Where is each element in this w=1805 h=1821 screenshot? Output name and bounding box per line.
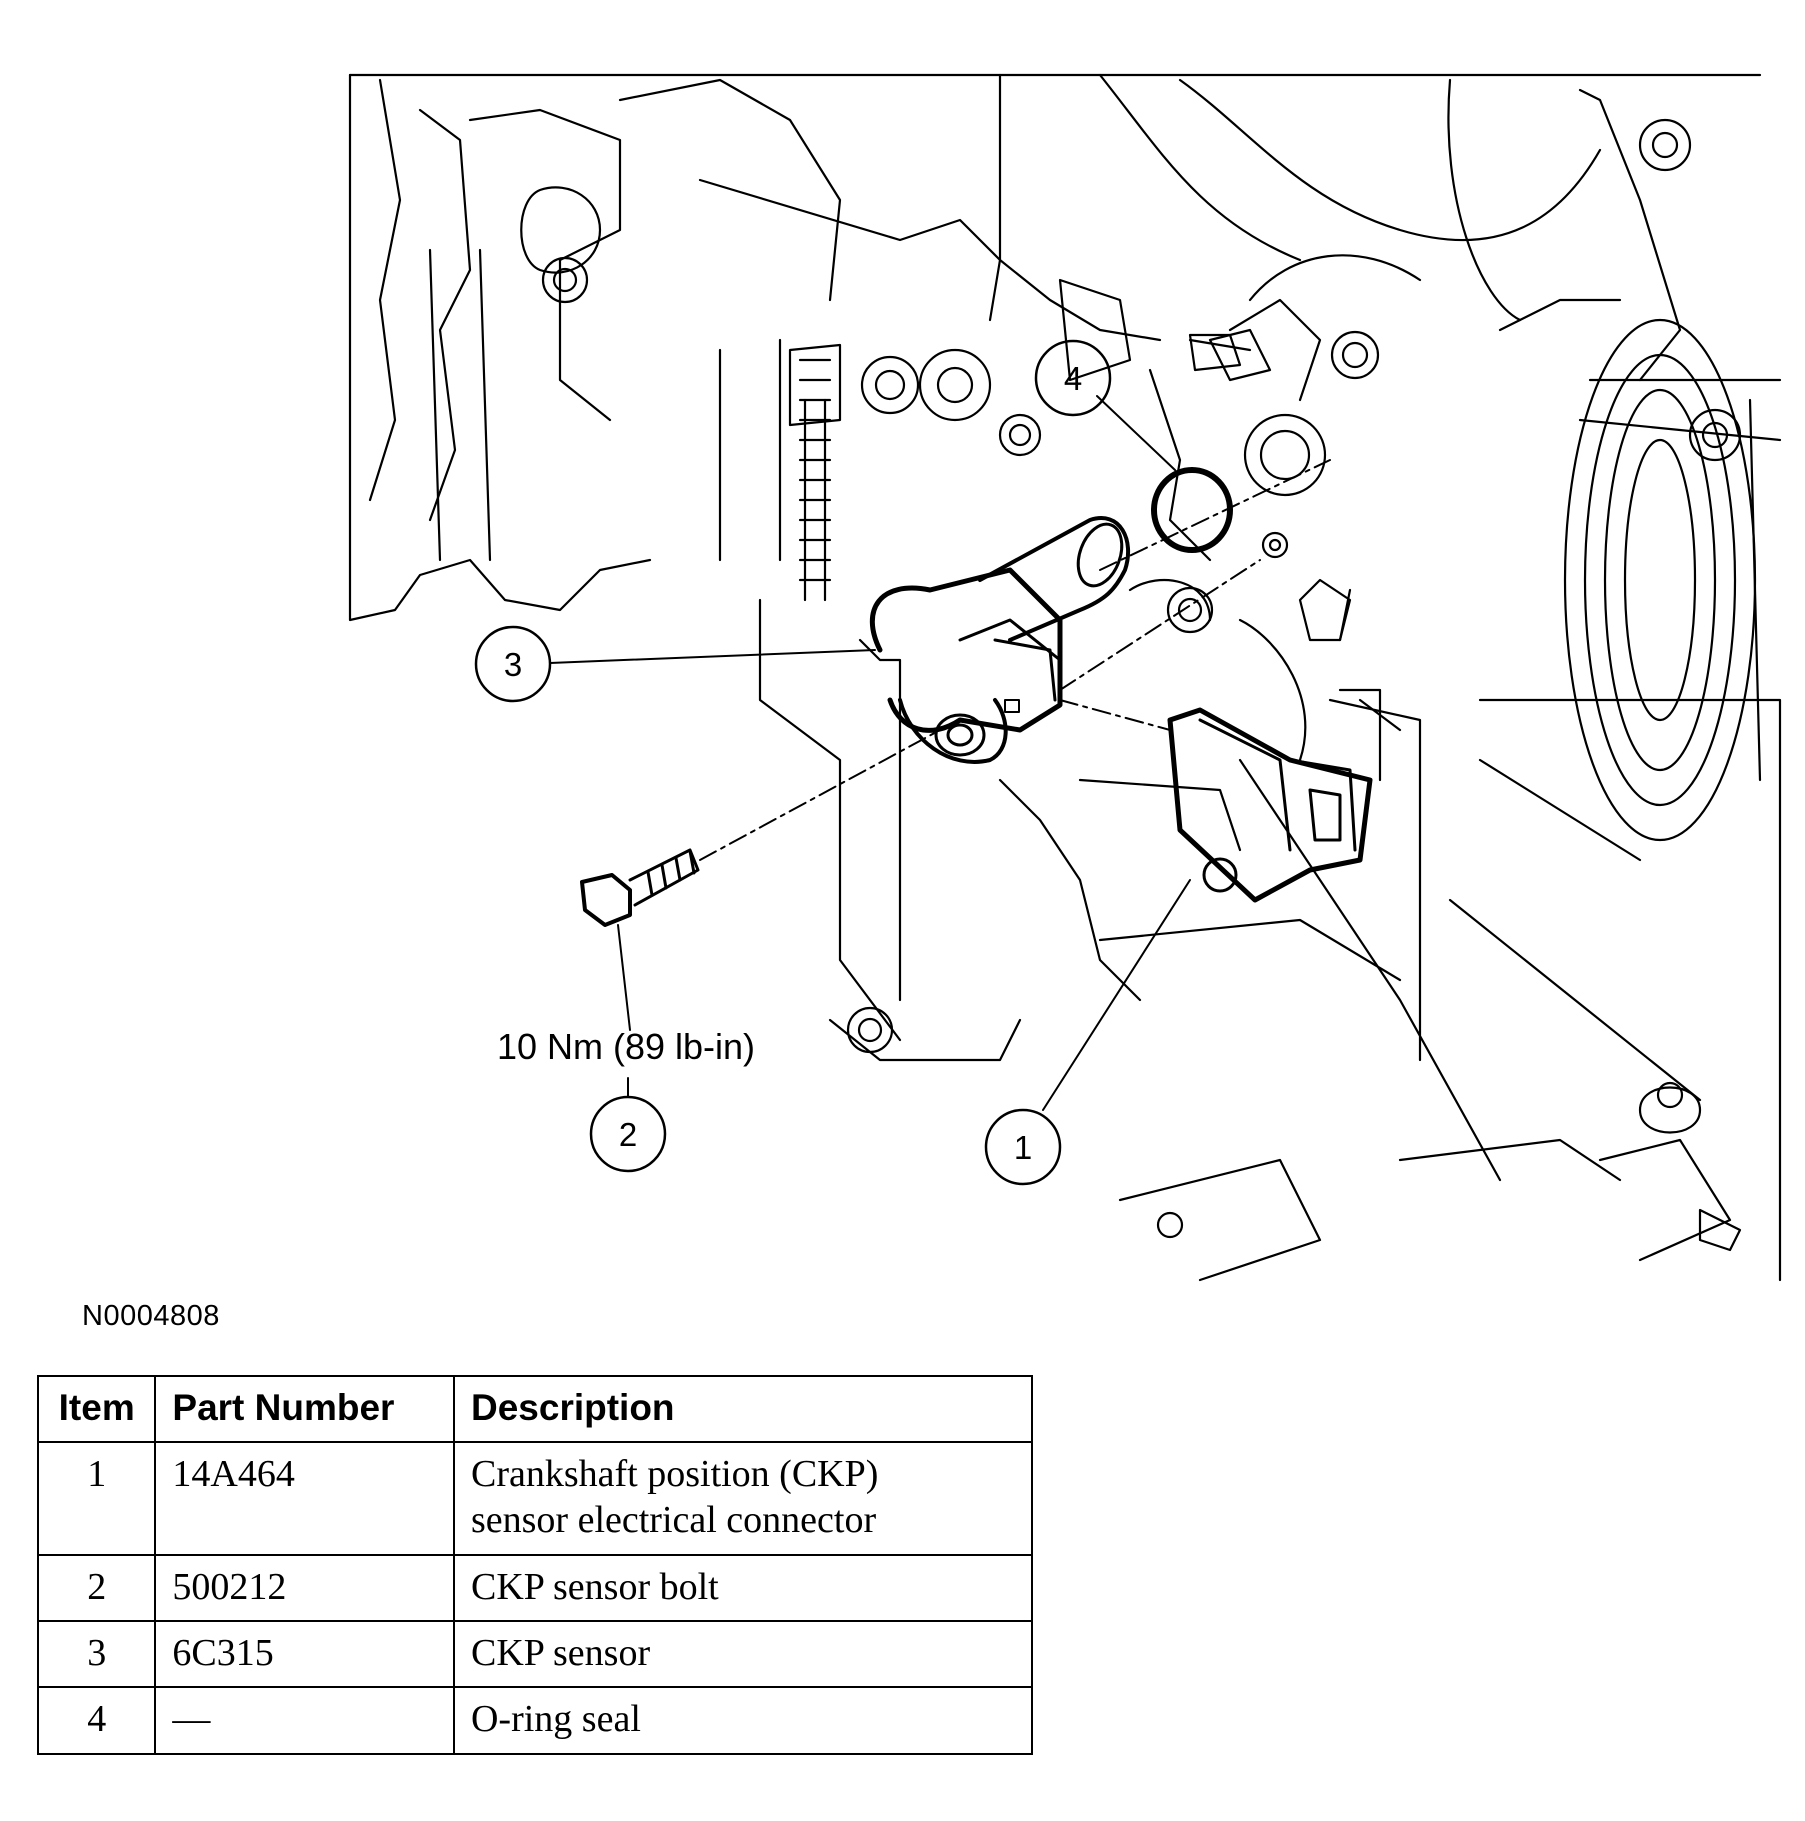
row-item: 4 [36,1686,157,1755]
callout-label-2: 2 [619,1116,637,1153]
row-description: Crankshaft position (CKP) sensor electri… [452,1441,1034,1556]
row-part-number: 500212 [154,1553,455,1623]
row-part-number: 14A464 [154,1441,455,1556]
row-description: O-ring seal [452,1686,1034,1755]
row-item: 2 [36,1553,157,1623]
table-row: 2 500212 CKP sensor bolt [36,1553,1034,1623]
engine-block-lines [348,73,1782,1282]
ckp-sensor-bolt [580,848,700,927]
o-ring-seal [1151,467,1233,553]
row-description-line: Crankshaft position (CKP) [470,1453,879,1495]
figure-id: N0004808 [82,1300,220,1332]
ckp-electrical-connector [1167,707,1373,903]
row-item: 1 [36,1441,157,1556]
callout-circle-4 [1034,339,1112,417]
engine-illustration: 4 3 2 1 10 Nm (89 lb-in) [348,73,1782,1282]
callout-circle-1 [984,1108,1062,1186]
ckp-sensor [869,516,1131,764]
row-item: 3 [36,1620,157,1689]
row-description-line: sensor electrical connector [470,1499,877,1542]
header-item: Item [36,1375,157,1443]
alignment-lines [699,459,1331,861]
parts-table: Item Part Number Description 1 14A464 Cr… [36,1375,1034,1755]
callout-circles [474,339,1112,1186]
torque-spec: 10 Nm (89 lb-in) [497,1026,755,1067]
table-row: 3 6C315 CKP sensor [36,1620,1034,1689]
row-description: CKP sensor bolt [452,1553,1034,1623]
header-part-number: Part Number [154,1375,455,1443]
callout-label-4: 4 [1064,360,1082,397]
header-description: Description [452,1375,1034,1443]
callout-circle-2 [589,1095,667,1173]
leader-lines [549,395,1191,1111]
callout-label-3: 3 [504,646,522,683]
row-part-number: — [154,1686,455,1755]
table-row: 4 — O-ring seal [36,1686,1034,1755]
table-header-row: Item Part Number Description [36,1375,1034,1443]
callout-label-1: 1 [1014,1129,1032,1166]
row-part-number: 6C315 [154,1620,455,1689]
callout-circle-3 [474,625,552,703]
row-description: CKP sensor [452,1620,1034,1689]
table-row: 1 14A464 Crankshaft position (CKP) senso… [36,1441,1034,1556]
